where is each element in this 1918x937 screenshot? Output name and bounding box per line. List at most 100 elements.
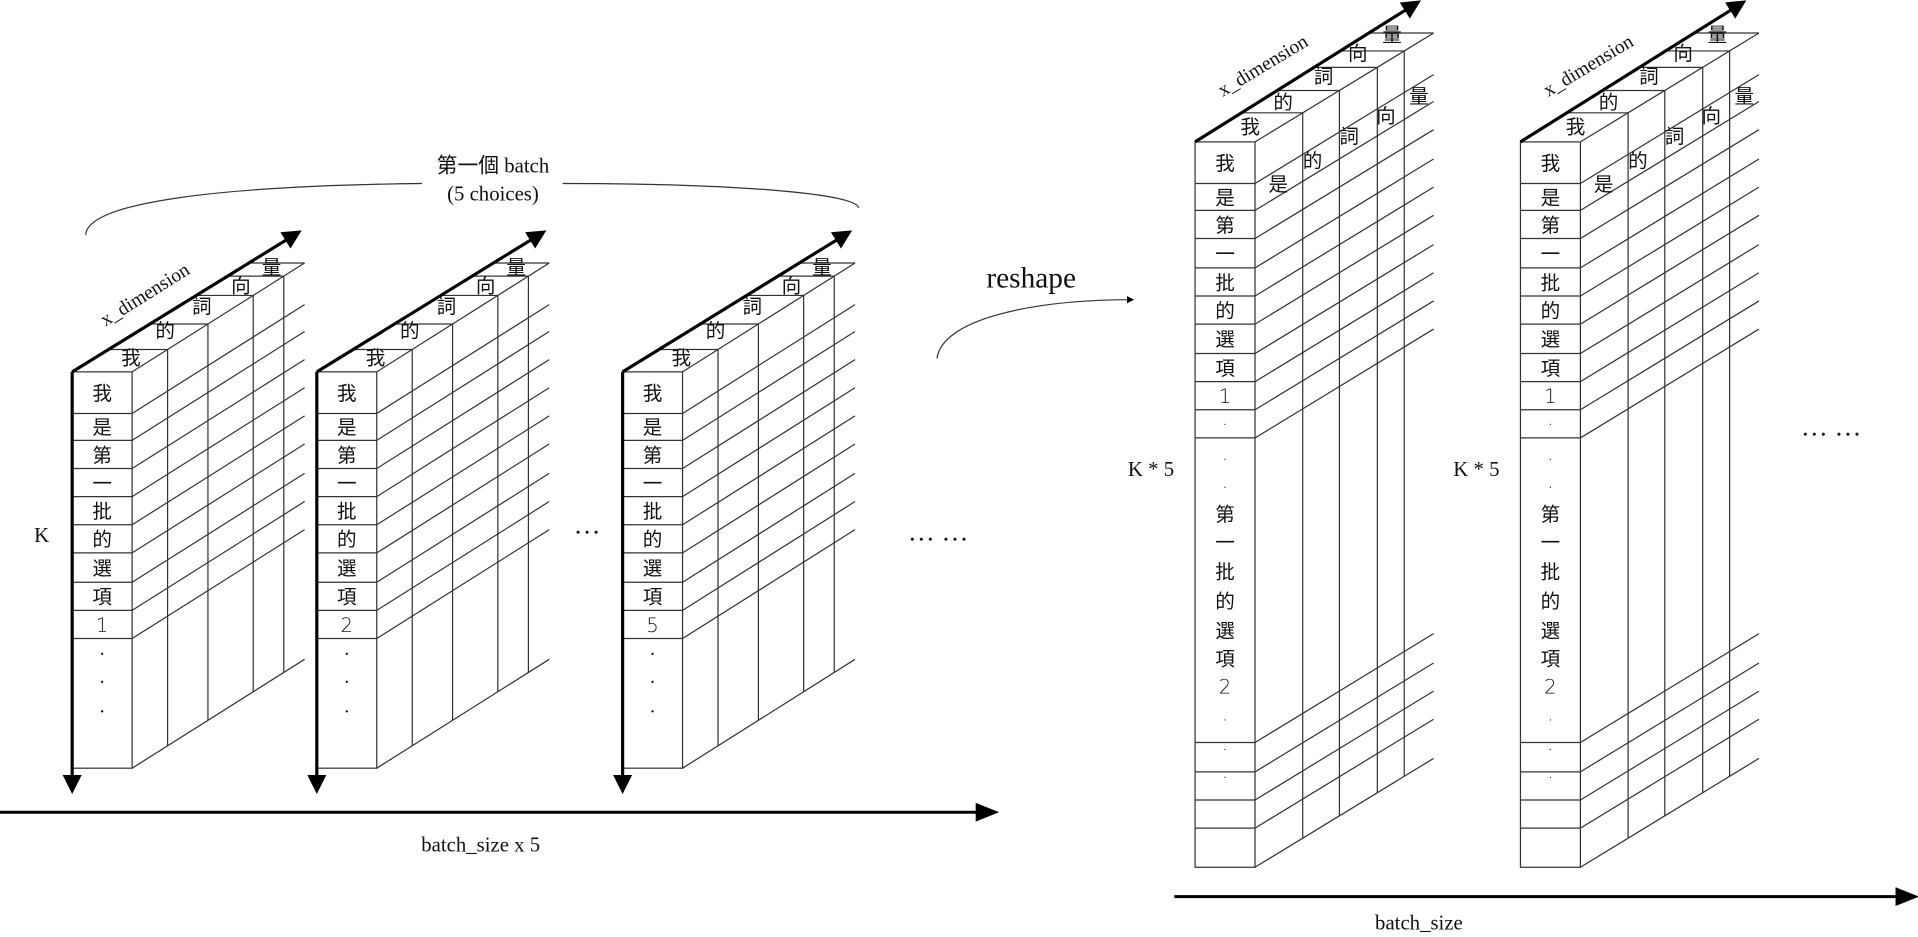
reshape-arrow: [936, 296, 1135, 359]
row-token: ·: [1547, 476, 1553, 499]
side-row-line: [1254, 690, 1434, 801]
side-token: 向: [1701, 104, 1721, 127]
side-row-line: [1254, 272, 1434, 383]
side-row-line: [1580, 186, 1760, 297]
top-token: 向: [231, 274, 251, 297]
row-token: 是: [1541, 186, 1561, 209]
side-token: 詞: [1339, 125, 1359, 148]
row-token: 選: [1541, 328, 1561, 351]
reshaped-block-2: 我是第一批的選項1···第一批的選項2···我的詞向量是的詞向量x_dimens…: [1519, 0, 1760, 868]
top-token: 量: [1708, 24, 1728, 47]
side-row-line: [131, 359, 305, 470]
side-row-line: [682, 501, 856, 611]
batch-brace-left: [85, 182, 423, 235]
top-token: 詞: [1639, 65, 1659, 88]
side-token: 量: [1735, 85, 1755, 108]
row-token: 我: [92, 382, 112, 405]
side-row-line: [682, 415, 856, 526]
row-token: 5: [646, 614, 658, 637]
side-row-line: [376, 415, 550, 526]
row-token: ·: [1547, 448, 1553, 471]
side-row-line: [682, 387, 856, 498]
side-row-line: [1580, 633, 1760, 744]
ellipsis-dot: ·: [99, 673, 106, 694]
row-token: 我: [643, 382, 663, 405]
row-token: 一: [1541, 243, 1561, 266]
row-token: 是: [1215, 186, 1235, 209]
side-token: 是: [1268, 173, 1288, 196]
side-row-line: [376, 262, 550, 373]
row-token: 的: [1215, 299, 1235, 322]
row-token: 是: [643, 416, 663, 439]
side-row-line: [1580, 244, 1760, 355]
row-token: 批: [1215, 561, 1235, 584]
row-token: 項: [1541, 357, 1561, 380]
row-token: 的: [92, 528, 112, 551]
side-row-line: [131, 262, 305, 373]
ellipsis-dot: ·: [649, 645, 656, 666]
row-token: ·: [1222, 709, 1228, 732]
top-token: 詞: [437, 295, 457, 318]
row-token: 2: [1219, 676, 1231, 699]
side-row-line: [376, 359, 550, 470]
batch-size-x5-label: batch_size x 5: [421, 833, 540, 856]
top-token: 我: [1566, 115, 1586, 138]
row-token: 1: [1219, 385, 1231, 408]
side-row-line: [131, 501, 305, 611]
row-token: 選: [1215, 619, 1235, 642]
row-token: 的: [1541, 590, 1561, 613]
side-row-line: [376, 304, 550, 414]
row-token: 項: [1541, 647, 1561, 670]
top-token: 詞: [742, 295, 762, 318]
ellipsis-dot: ·: [344, 673, 351, 694]
row-token: 第: [1215, 214, 1235, 237]
ellipsis-dot: ·: [344, 702, 351, 723]
row-token: 第: [337, 444, 357, 467]
side-row-line: [682, 359, 856, 470]
row-token: 批: [1541, 561, 1561, 584]
side-row-line: [131, 387, 305, 498]
row-token: ·: [1547, 738, 1553, 761]
side-row-line: [682, 658, 856, 769]
side-row-line: [131, 443, 305, 554]
row-token: 1: [1544, 385, 1556, 408]
k-label: K: [34, 524, 49, 547]
side-row-line: [1580, 662, 1760, 773]
top-token: 的: [1273, 91, 1293, 114]
side-row-line: [376, 330, 550, 441]
top-token: 向: [782, 274, 802, 297]
side-row-line: [1580, 328, 1760, 439]
front-face: [1194, 141, 1256, 868]
row-token: 一: [1215, 243, 1235, 266]
top-token: 的: [400, 320, 420, 343]
side-row-line: [1580, 214, 1760, 325]
side-row-line: [1254, 214, 1434, 325]
ellipsis-between-blocks: …: [574, 509, 601, 539]
side-token: 量: [1409, 85, 1429, 108]
side-row-line: [376, 387, 550, 498]
top-token: 我: [121, 347, 141, 370]
row-token: 一: [1541, 531, 1561, 554]
top-token: 的: [1599, 91, 1619, 114]
side-row-line: [131, 658, 305, 769]
row-token: ·: [1222, 448, 1228, 471]
ellipsis-dot: ·: [344, 645, 351, 666]
ellipsis-dot: ·: [99, 702, 106, 723]
side-row-line: [1254, 300, 1434, 411]
top-token: 詞: [192, 295, 212, 318]
row-token: ·: [1547, 413, 1553, 436]
side-row-line: [682, 472, 856, 583]
row-token: 項: [337, 586, 357, 609]
side-row-line: [1254, 757, 1434, 868]
row-token: 我: [1541, 152, 1561, 175]
row-token: 批: [643, 500, 663, 523]
row-token: 1: [96, 614, 108, 637]
reshape-label: reshape: [986, 262, 1076, 294]
top-token: 向: [1348, 42, 1368, 65]
ellipsis-right: … …: [1801, 411, 1862, 441]
row-token: 項: [92, 586, 112, 609]
side-row-line: [1580, 300, 1760, 411]
row-token: ·: [1222, 476, 1228, 499]
